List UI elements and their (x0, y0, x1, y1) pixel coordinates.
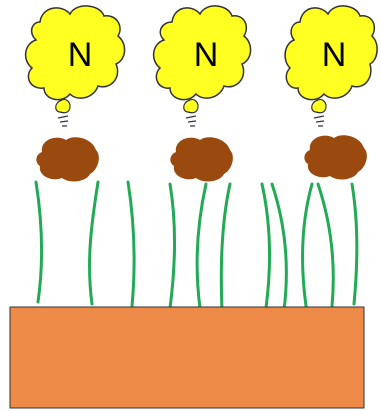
group-2: N (154, 6, 251, 310)
plant-stems-3 (262, 184, 357, 310)
thought-cloud-2: N (154, 6, 251, 126)
stem-3c (303, 184, 312, 306)
bulb-lines-3 (314, 116, 324, 126)
bulb-icon-2 (184, 99, 198, 112)
stem-1a (36, 182, 42, 302)
stem-2b (197, 184, 206, 308)
soil-base (10, 307, 364, 408)
thought-cloud-1: N (26, 6, 125, 126)
group-3: N (262, 6, 377, 310)
bulb-icon-1 (56, 99, 70, 112)
cloud-label-1: N (68, 36, 93, 74)
bulb-lines-2 (186, 116, 196, 126)
stem-3b (272, 184, 286, 310)
stem-2a (170, 184, 175, 308)
stem-3e (352, 184, 357, 304)
soil-clump-2 (170, 137, 233, 181)
cloud-label-2: N (194, 36, 219, 74)
cloud-label-3: N (322, 36, 347, 74)
plant-stems-2 (170, 184, 230, 310)
thought-cloud-3: N (285, 6, 377, 126)
soil-clump-3 (304, 135, 367, 179)
bulb-icon-3 (312, 99, 326, 112)
stem-2c (221, 184, 230, 310)
plant-stems-1 (36, 182, 134, 306)
stem-3d (318, 184, 333, 306)
soil-clump-1 (36, 137, 99, 181)
stem-3a (262, 184, 269, 308)
stem-1c (128, 182, 134, 306)
group-1: N (26, 6, 134, 306)
stem-1b (90, 182, 98, 304)
bulb-lines-1 (58, 116, 68, 126)
